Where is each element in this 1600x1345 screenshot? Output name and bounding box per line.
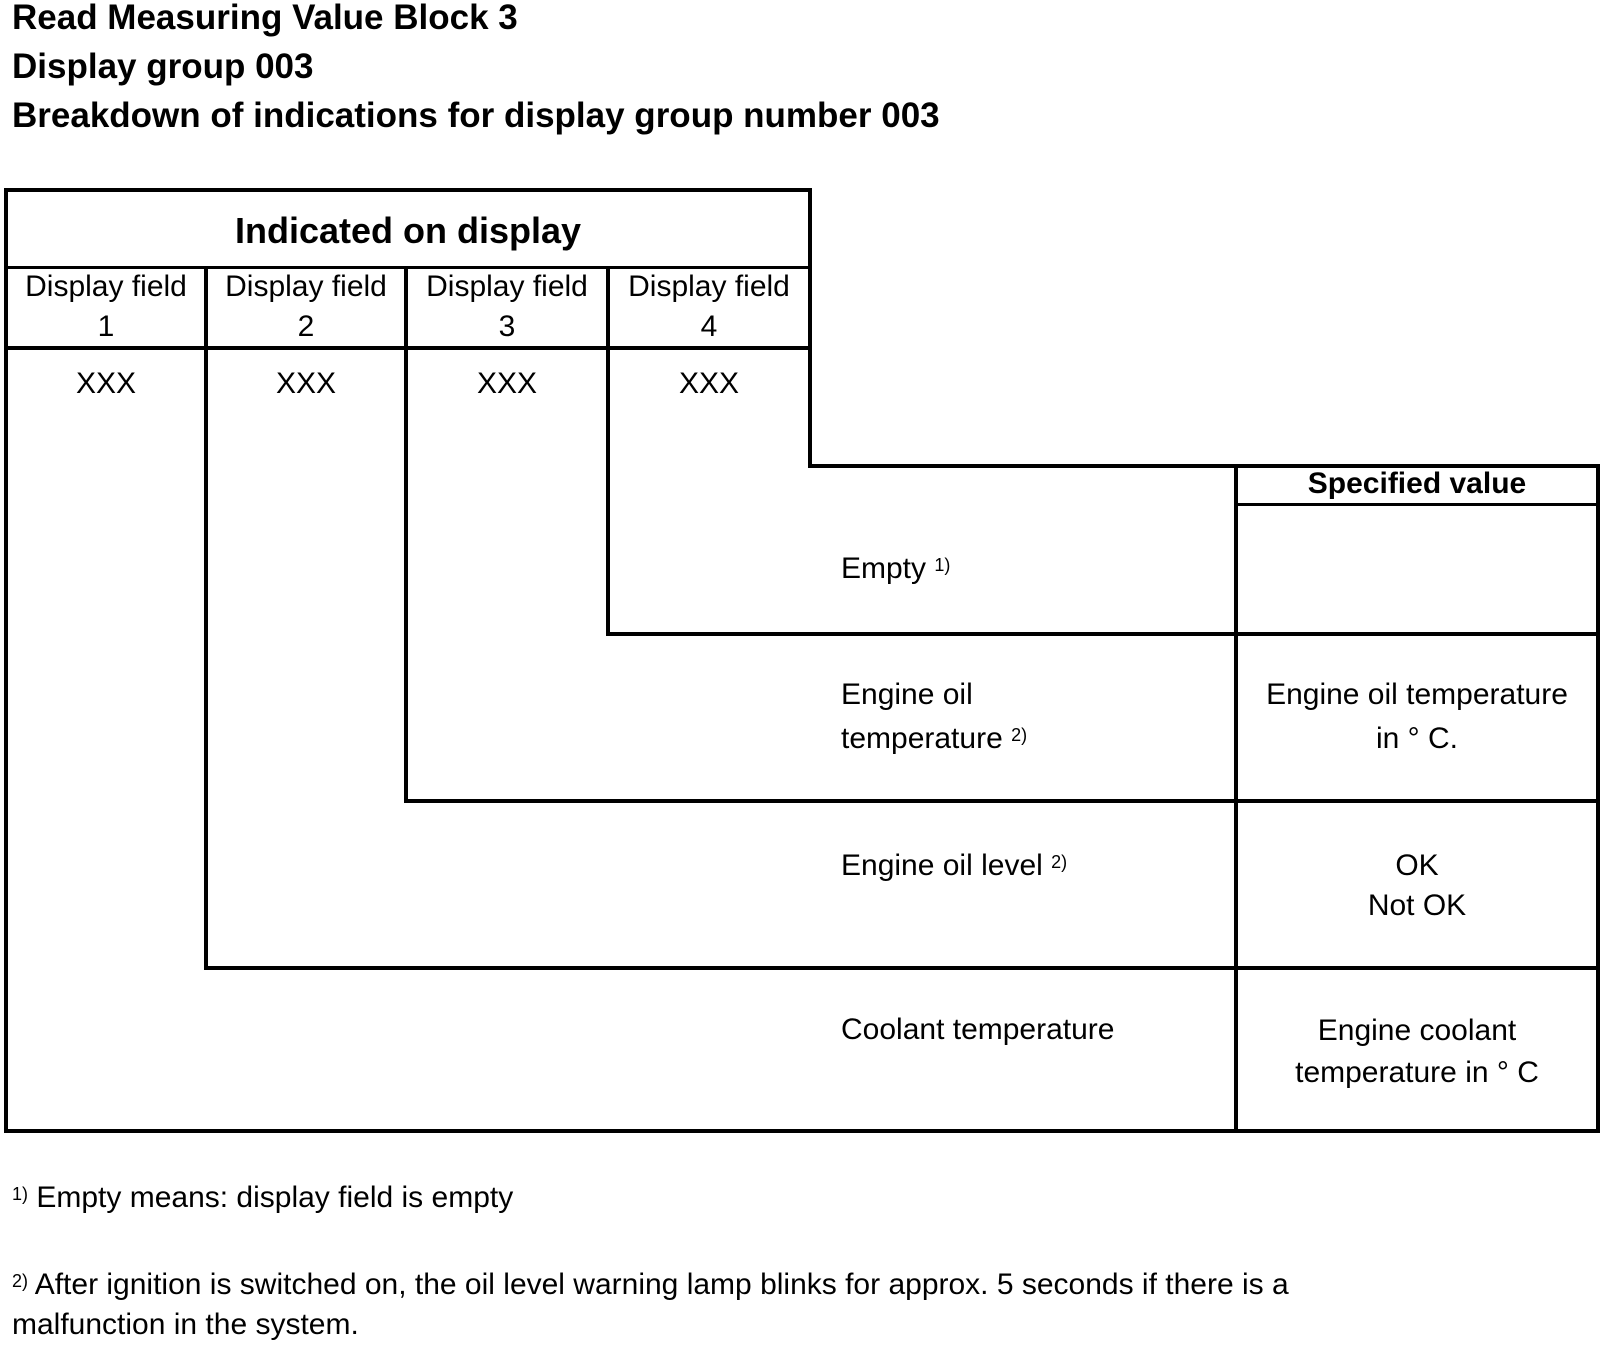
row-coolant-spec: Engine coolant temperature in ° C [1238,1010,1596,1094]
display-field-3-value: XXX [476,367,538,400]
row-oil-level-spec-line2: Not OK [1367,889,1467,922]
row-coolant-spec-line2: temperature in ° C [1295,1056,1539,1089]
row-empty-label: Empty [841,552,927,585]
specified-header-divider [1234,503,1600,506]
table-border-left [4,188,8,1133]
row-oil-level-spec: OK Not OK [1238,846,1596,926]
row-oil-temp-spec-line1: Engine oil temperature [1266,678,1568,711]
table-border-top [4,188,812,192]
footnote-2: 2) After ignition is switched on, the oi… [12,1265,1289,1345]
display-field-1-value: XXX [75,367,137,400]
specified-column-line [1234,464,1238,1133]
display-field-2-value: XXX [275,367,337,400]
page-title: Read Measuring Value Block 3 [12,0,518,37]
page-subtitle: Display group 003 [12,47,314,86]
footnote-1-marker: 1) [12,1184,29,1204]
row-line-field-2 [204,966,1600,970]
row-coolant-name: Coolant temperature [841,1013,1115,1046]
row-oil-temp-line2: temperature [841,722,1003,755]
field-column-line-2 [404,266,408,803]
footnote-2-marker: 2) [12,1271,29,1291]
display-field-2-header: Display field 2 [208,267,404,347]
fields-divider [4,346,812,350]
row-empty-name: Empty 1) [841,549,950,589]
table-border-bottom [4,1129,1600,1133]
footnote-ref-2b: 2) [1051,852,1068,872]
row-oil-temp-name: Engine oil temperature 2) [841,673,1027,761]
footnote-2-line2: malfunction in the system. [12,1308,359,1341]
display-field-1-number: 1 [97,310,115,343]
footnote-2-line1-wrap: 2) After ignition is switched on, the oi… [12,1265,1289,1305]
indicated-on-display-header: Indicated on display [234,210,582,251]
footnote-1: 1) Empty means: display field is empty [12,1178,513,1218]
display-field-3-header: Display field 3 [408,267,606,347]
row-oil-temp-line2-wrap: temperature 2) [841,717,1027,761]
header-divider [4,266,812,269]
field-column-line-3 [606,266,610,636]
field-column-line-1 [204,266,208,970]
footnote-1-text: Empty means: display field is empty [36,1181,514,1214]
display-field-4-label: Display field [628,270,790,303]
row-oil-temp-spec: Engine oil temperature in ° C. [1238,673,1596,761]
page-description: Breakdown of indications for display gro… [12,96,940,135]
row-oil-temp-spec-line2: in ° C. [1375,722,1459,755]
display-field-4-header: Display field 4 [610,267,808,347]
table-border-step-top [808,464,1600,468]
display-field-1-header: Display field 1 [8,267,204,347]
display-field-3-label: Display field [426,270,588,303]
display-field-2-label: Display field [225,270,387,303]
row-line-field-4 [606,632,1600,636]
row-oil-temp-line1: Engine oil [841,678,973,711]
row-oil-level-label: Engine oil level [841,849,1043,882]
display-field-4-value: XXX [678,367,740,400]
display-field-2-number: 2 [297,310,315,343]
display-field-1-label: Display field [25,270,187,303]
footnote-2-line1: After ignition is switched on, the oil l… [34,1268,1289,1301]
row-line-field-3 [404,799,1600,803]
footnote-ref-1: 1) [934,555,951,575]
row-oil-level-spec-line1: OK [1395,849,1439,882]
table-border-right-upper [808,188,812,468]
display-field-4-number: 4 [700,310,718,343]
table-border-right [1596,464,1600,1133]
row-oil-level-name: Engine oil level 2) [841,846,1067,886]
footnote-ref-2a: 2) [1011,725,1028,745]
display-field-3-number: 3 [498,310,516,343]
row-coolant-spec-line1: Engine coolant [1317,1014,1517,1047]
specified-value-header: Specified value [1307,467,1527,500]
